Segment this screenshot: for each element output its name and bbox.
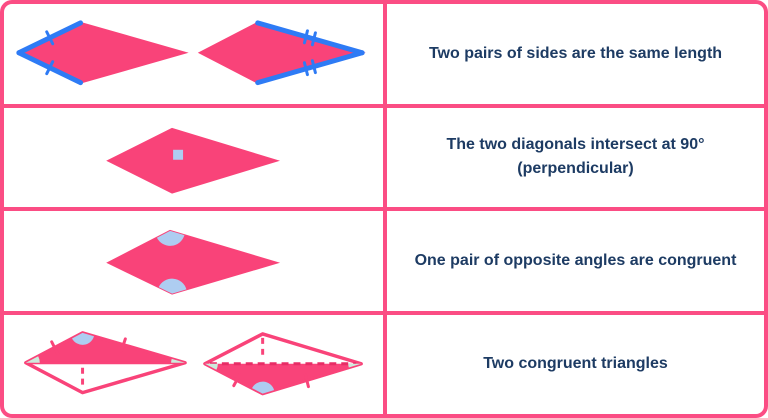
kite-left — [16, 20, 189, 86]
kite-equal-sides-figure — [16, 20, 366, 86]
single-tick-marks — [45, 30, 55, 76]
tick-marks — [50, 336, 127, 355]
angle-arc-right — [171, 358, 186, 363]
kite-bottom-triangle-filled — [203, 331, 363, 395]
property-label: The two diagonals intersect at 90° (perp… — [446, 136, 705, 178]
kite-top-triangle-filled — [24, 330, 187, 394]
filled-top-triangle — [25, 332, 186, 363]
figure-cell-equal-sides — [4, 4, 383, 104]
property-label: One pair of opposite angles are congruen… — [414, 251, 737, 269]
tick-marks — [232, 372, 310, 388]
kite-shape — [16, 21, 189, 84]
highlighted-long-sides — [255, 20, 365, 86]
kite-outline — [203, 331, 363, 395]
property-label: Two pairs of sides are the same length — [428, 44, 723, 62]
angle-arc-apex — [72, 332, 94, 345]
right-angle-marker — [173, 149, 184, 160]
angle-arc-top — [156, 230, 185, 246]
figure-cell-triangles — [4, 314, 383, 414]
label-cell-angles: One pair of opposite angles are congruen… — [387, 211, 764, 311]
kite-outline — [24, 330, 187, 394]
kite-right — [197, 20, 366, 86]
label-cell-triangles: Two congruent triangles — [387, 314, 764, 414]
kite-opposite-angles-figure — [106, 229, 281, 295]
angle-arc-left — [25, 355, 40, 363]
kite-shape — [106, 127, 280, 194]
figure-cell-diagonals — [4, 107, 383, 207]
property-label: Two congruent triangles — [483, 355, 668, 373]
congruent-triangles-figure — [24, 330, 363, 395]
angle-arc-bottom — [158, 278, 187, 294]
angle-arc-apex — [252, 381, 275, 394]
kite-shape — [106, 229, 281, 295]
angle-arc-right — [348, 363, 362, 368]
kite-diagonals-figure — [106, 127, 280, 194]
filled-bottom-triangle — [204, 363, 362, 394]
label-cell-diagonals: The two diagonals intersect at 90° (perp… — [387, 107, 764, 207]
double-tick-marks — [302, 29, 317, 77]
angle-arc-left — [204, 363, 218, 370]
figure-cell-angles — [4, 211, 383, 311]
label-cell-equal-sides: Two pairs of sides are the same length — [387, 4, 764, 104]
